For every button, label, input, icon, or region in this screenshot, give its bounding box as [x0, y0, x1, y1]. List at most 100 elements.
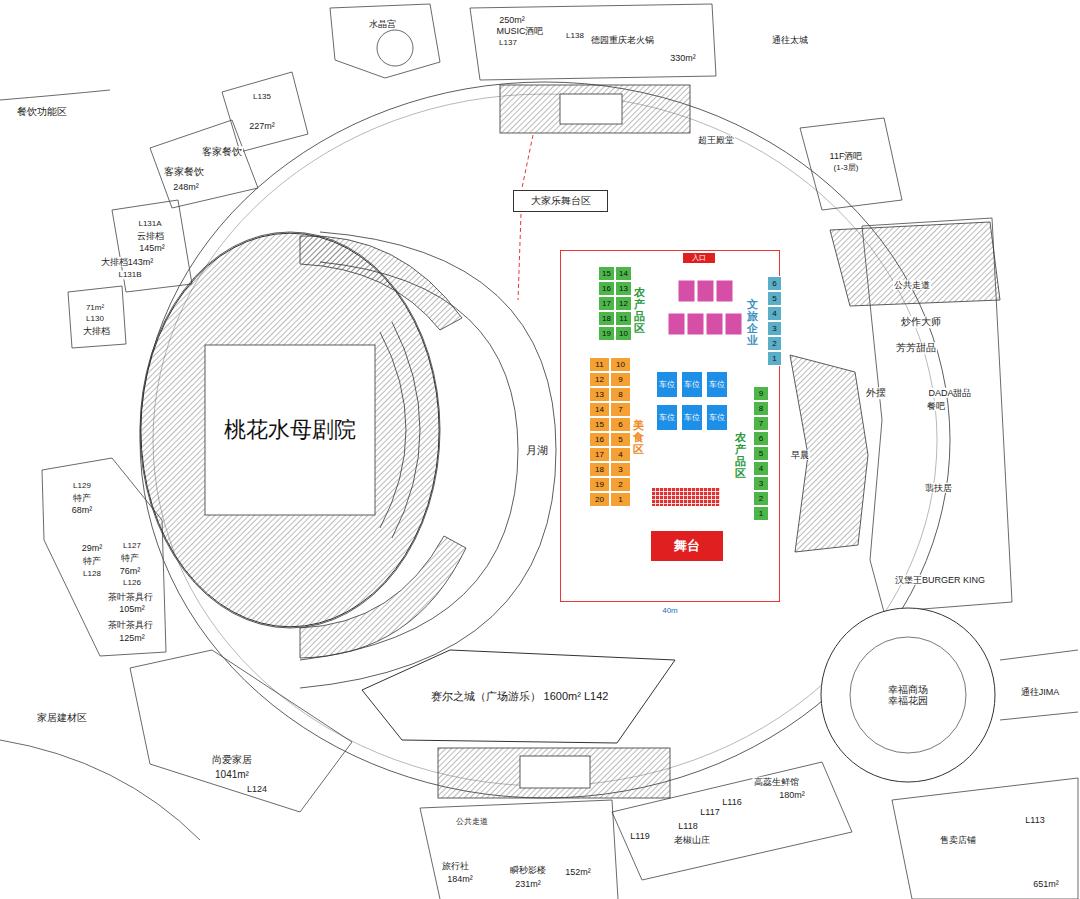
stall-number: 11 — [619, 315, 627, 323]
label-holder: 大排档143m² — [100, 257, 155, 267]
parking-slot: 车位 — [656, 371, 678, 398]
building-outline — [800, 118, 902, 210]
farm-stall: 5 — [753, 446, 769, 461]
area-name: 幸福商场 — [888, 684, 928, 696]
map-label: 客家餐饮 — [163, 166, 205, 178]
map-label: L113 — [1024, 815, 1045, 825]
label-holder: 云排档 — [136, 231, 165, 241]
map-label: L137 — [498, 38, 518, 47]
map-label: 227m² — [248, 121, 276, 131]
playground-area: 赛尔之城（广场游乐） 1600m² L142 — [362, 648, 677, 745]
map-label: 瞬秒影楼 — [509, 865, 547, 875]
label-holder: L117 — [699, 807, 720, 817]
farm-stall: 9 — [753, 386, 769, 401]
stall-number: 14 — [595, 406, 604, 414]
label-holder: L116 — [721, 797, 742, 807]
farm-stall: 2 — [753, 491, 769, 506]
food-stall: 7 — [610, 402, 631, 417]
map-label: 330m² — [669, 53, 697, 63]
label-holder: 特产 — [120, 553, 140, 563]
seating-block — [300, 536, 466, 658]
stall-number: 车位 — [709, 414, 725, 422]
map-label: 茶叶茶具行 — [107, 620, 154, 630]
label-holder: L130 — [85, 314, 105, 323]
map-label: 月湖 — [525, 444, 549, 457]
area-name: 桃花水母剧院 — [222, 417, 358, 442]
label-holder: 330m² — [669, 53, 697, 63]
stage-area-box: 大家乐舞台区 — [513, 190, 608, 212]
label-holder: L138 — [565, 31, 585, 40]
label-holder: 125m² — [118, 633, 146, 643]
label-holder: DADA甜品 — [927, 388, 972, 398]
stall-number: 5 — [618, 436, 622, 444]
label-holder: 德园重庆老火锅 — [590, 35, 655, 45]
road-line — [0, 90, 110, 100]
building-outline — [68, 286, 126, 348]
map-label: 特产 — [72, 493, 92, 503]
farm-stall: 4 — [753, 461, 769, 476]
label-holder: 水晶宫 — [368, 19, 397, 29]
parking-slot: 车位 — [706, 404, 728, 431]
label-holder: 老椒山庄 — [673, 835, 711, 845]
booth — [678, 280, 695, 302]
stall-number: 7 — [618, 406, 622, 414]
stall-number: 4 — [618, 451, 622, 459]
label-holder: L135 — [252, 92, 272, 101]
label-holder: 651m² — [1032, 879, 1060, 889]
dashed-line — [518, 214, 521, 300]
map-label: 芳芳甜品 — [895, 342, 937, 354]
label-holder: 餐饮功能区 — [16, 106, 68, 118]
zone-label: 农产品区 — [735, 431, 746, 479]
label-holder: L124 — [246, 784, 268, 794]
stall-number: 17 — [595, 451, 604, 459]
map-label: 250m² — [498, 15, 526, 25]
label-holder: L119 — [629, 831, 650, 841]
map-label: 老椒山庄 — [673, 835, 711, 845]
label-holder: 售卖店铺 — [939, 835, 977, 845]
food-stall: 3 — [610, 462, 631, 477]
farm-stall: 14 — [615, 266, 632, 281]
label-holder: 250m² — [498, 15, 526, 25]
label-holder: 高蕊生鲜馆 — [753, 777, 800, 787]
building-outline — [420, 800, 618, 899]
map-label: 大排档 — [82, 326, 111, 336]
parking-slot: 车位 — [706, 371, 728, 398]
building-outline — [330, 4, 440, 78]
culture-stall: 4 — [767, 306, 782, 321]
map-label: 茶叶茶具行 — [107, 592, 154, 602]
food-stall: 15 — [589, 417, 610, 432]
map-label: 德园重庆老火锅 — [590, 35, 655, 45]
stall-number: 1 — [772, 355, 776, 363]
map-label: 68m² — [71, 505, 94, 515]
label-holder: 68m² — [71, 505, 94, 515]
stall-number: 10 — [616, 361, 625, 369]
map-label: L116 — [721, 797, 742, 807]
label-holder: 外摆 — [865, 387, 887, 399]
stall-number: 10 — [619, 330, 628, 338]
booth — [697, 280, 714, 302]
farm-stall: 16 — [598, 281, 615, 296]
label-holder: 美食区 — [633, 419, 644, 455]
stall-number: 19 — [602, 330, 611, 338]
map-label: 早晨 — [790, 450, 810, 460]
food-stall: 8 — [610, 387, 631, 402]
label-holder: L131A — [137, 219, 162, 228]
gate-building — [500, 85, 690, 133]
label-holder: 芳芳甜品 — [895, 342, 937, 354]
food-stall: 12 — [589, 372, 610, 387]
label-holder: 184m² — [446, 874, 474, 884]
stall-number: 1 — [618, 496, 622, 504]
farm-stall: 13 — [615, 281, 632, 296]
moon-lake-outline — [300, 262, 518, 660]
gate-building — [438, 748, 670, 798]
area-name: 幸福花园 — [888, 695, 928, 707]
map-label: 76m² — [119, 566, 142, 576]
label-holder: 通往太城 — [771, 35, 809, 45]
stall-number: 3 — [618, 466, 622, 474]
map-label: L130 — [85, 314, 105, 323]
label-holder: 76m² — [119, 566, 142, 576]
dashed-line — [522, 135, 533, 188]
mall-outline — [821, 608, 995, 782]
label-holder: 180m² — [778, 790, 806, 800]
stall-number: 6 — [759, 435, 763, 443]
